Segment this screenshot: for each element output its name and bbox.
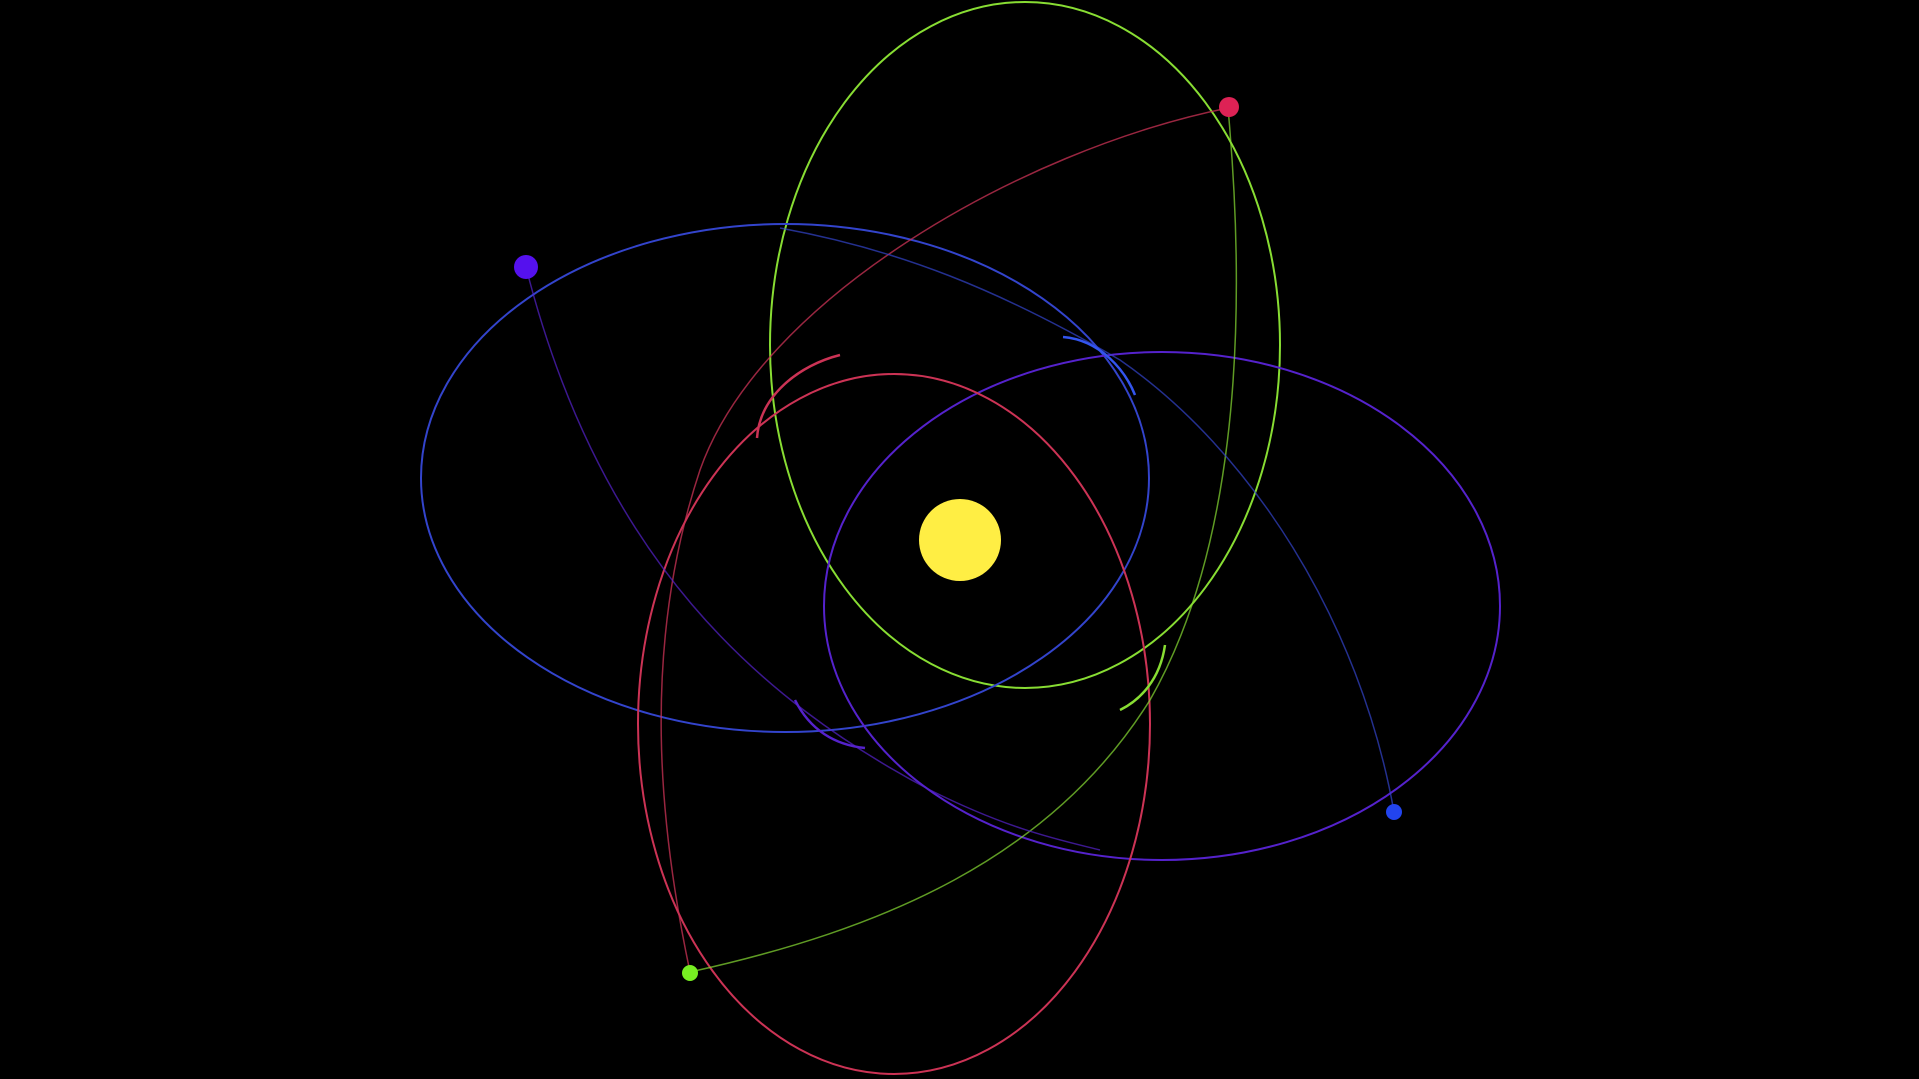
inner-arc-violet (793, 699, 866, 750)
inner-arc-red (755, 353, 841, 439)
orbit-violet (823, 351, 1501, 861)
planet-green (682, 965, 698, 981)
sun (919, 499, 1001, 581)
planet-red (1219, 97, 1239, 117)
orbit-blue (420, 223, 1150, 733)
trajectory-violet-blue (525, 266, 1101, 851)
trajectory-blue-violet (779, 227, 1395, 813)
inner-arc-green (1119, 644, 1167, 712)
planet-blue (1386, 804, 1402, 820)
trajectory-red-green (660, 107, 1229, 973)
orbit-red (637, 373, 1151, 1075)
trajectory-green-red (689, 107, 1238, 973)
planet-violet (514, 255, 538, 279)
orbit-green (769, 1, 1281, 689)
inner-arc-blue (1062, 335, 1137, 396)
